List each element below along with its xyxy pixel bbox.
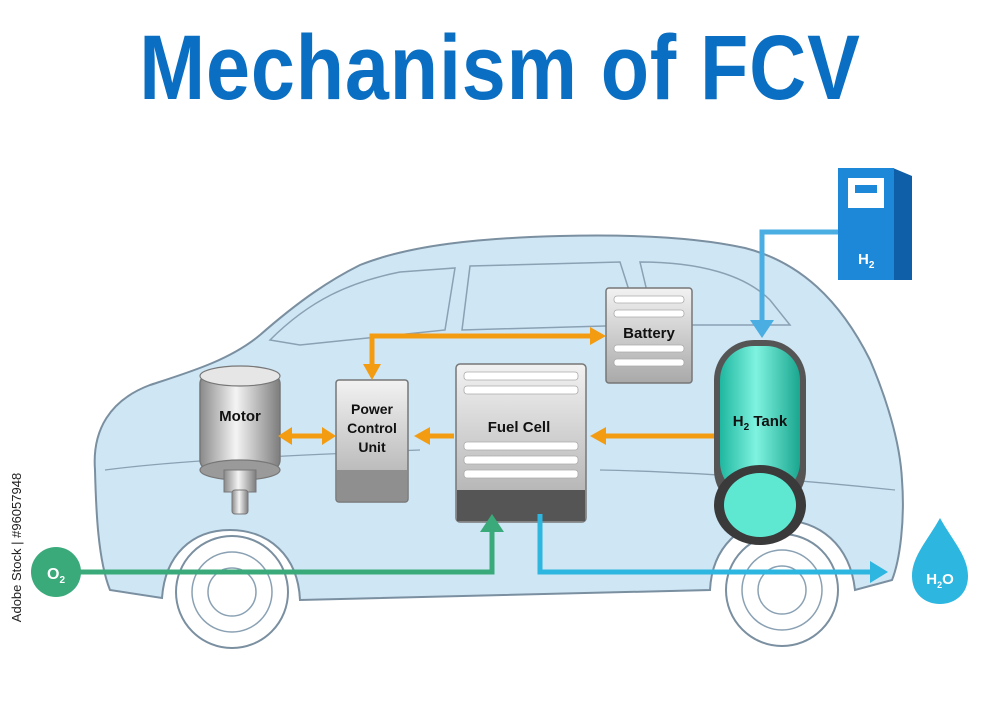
motor-label: Motor (219, 408, 261, 425)
pcu-label-line3: Unit (358, 439, 386, 455)
page-title: Mechanism of FCV (139, 17, 861, 119)
hydrogen-supply-line (759, 229, 838, 322)
station-h2-label: H2 (858, 251, 875, 271)
water-drop-icon: H2O (912, 518, 968, 604)
pcu-label-line1: Power (351, 401, 394, 417)
battery-label: Battery (623, 325, 675, 342)
h2-tank-label: H2 Tank (733, 413, 788, 433)
hydrogen-supply-arrowhead (750, 320, 774, 338)
power-control-unit-component: Power Control Unit (335, 379, 409, 503)
svg-text:O2: O2 (47, 566, 65, 586)
oxygen-badge: O2 (31, 547, 81, 597)
battery-component: Battery (605, 287, 693, 384)
fuel-cell-component: Fuel Cell (455, 363, 587, 523)
power-flow-arrows (278, 327, 714, 445)
svg-text:H2O: H2O (926, 571, 954, 590)
pcu-label-line2: Control (347, 420, 397, 436)
water-line (537, 514, 888, 583)
motor-component: Motor (199, 365, 281, 515)
hydrogen-station-icon: H2 (838, 168, 912, 280)
fuel-cell-label: Fuel Cell (488, 419, 551, 436)
oxygen-line (72, 514, 504, 575)
h2-tank-component: H2 Tank (714, 340, 806, 545)
